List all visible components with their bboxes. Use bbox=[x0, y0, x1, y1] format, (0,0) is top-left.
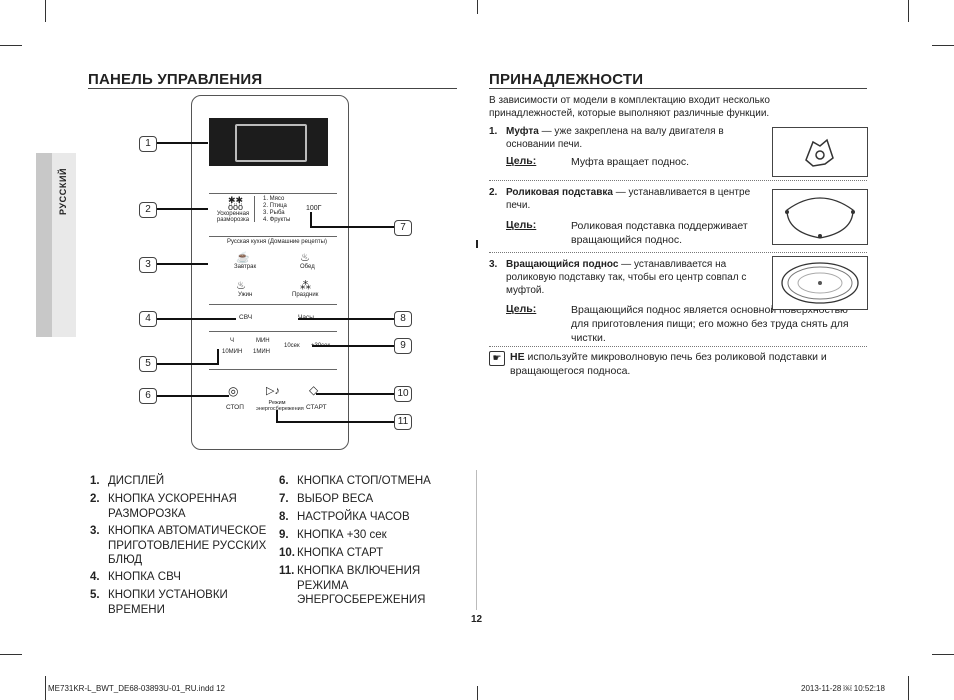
section-title-accessories: ПРИНАДЛЕЖНОСТИ bbox=[489, 71, 644, 88]
ten-min-label: 10МИН bbox=[222, 349, 243, 355]
callout-3: 3 bbox=[139, 257, 157, 273]
min-label: МИН bbox=[256, 338, 270, 344]
goal-text: Роликовая подставка поддерживает вращающ… bbox=[571, 220, 748, 246]
crop-mark bbox=[477, 0, 478, 14]
holiday-icon: ⁂ bbox=[300, 280, 311, 292]
lunch-icon: ♨ bbox=[300, 252, 310, 264]
weight-item: 4. Фрукты bbox=[263, 217, 291, 223]
callout-11: 11 bbox=[394, 414, 412, 430]
defrost-icon: ✱✱ bbox=[228, 195, 244, 205]
note-hand-icon: ☛ bbox=[489, 351, 505, 366]
callout-5: 5 bbox=[139, 356, 157, 372]
title-rule bbox=[88, 88, 457, 89]
crop-mark bbox=[932, 45, 954, 46]
weight-item: 2. Птица bbox=[263, 203, 287, 209]
goal-label: Цель: bbox=[506, 219, 537, 231]
callout-9: 9 bbox=[394, 338, 412, 354]
one-min-label: 1МИН bbox=[253, 349, 270, 355]
intro-text: В зависимости от модели в комплектацию в… bbox=[489, 95, 770, 119]
display-panel bbox=[209, 118, 328, 166]
start-icon: ◇ bbox=[309, 383, 319, 397]
meal-label: Праздник bbox=[292, 292, 319, 298]
ten-sec-label: 10сек bbox=[284, 343, 300, 349]
crop-mark bbox=[932, 654, 954, 655]
meal-label: Ужин bbox=[238, 292, 253, 298]
coupler-image bbox=[772, 127, 868, 177]
note-text: НЕ используйте микроволновую печь без ро… bbox=[510, 351, 827, 377]
turntable-image bbox=[772, 256, 868, 310]
russian-cuisine-label: Русская кухня (Домашние рецепты) bbox=[227, 239, 327, 245]
language-tab bbox=[36, 153, 76, 337]
callout-1: 1 bbox=[139, 136, 157, 152]
microwave-button: СВЧ bbox=[239, 314, 253, 321]
hour-label: Ч bbox=[230, 338, 234, 344]
dinner-icon: ♨ bbox=[236, 280, 246, 292]
goal-text: Муфта вращает поднос. bbox=[571, 156, 690, 168]
callout-4: 4 bbox=[139, 311, 157, 327]
stop-icon: ◎ bbox=[228, 384, 239, 398]
section-title-control-panel: ПАНЕЛЬ УПРАВЛЕНИЯ bbox=[88, 71, 263, 88]
defrost-label: Ускоренная разморозка bbox=[216, 211, 250, 223]
crop-mark bbox=[477, 686, 478, 700]
breakfast-icon: ☕ bbox=[236, 252, 250, 264]
callout-6: 6 bbox=[139, 388, 157, 404]
callout-10: 10 bbox=[394, 386, 412, 402]
stop-label: СТОП bbox=[226, 404, 244, 411]
eco-icon: ▷♪ bbox=[266, 385, 280, 397]
goal-label: Цель: bbox=[506, 303, 537, 315]
crop-mark bbox=[45, 0, 46, 22]
crop-mark bbox=[45, 676, 46, 700]
weight-item: 1. Мясо bbox=[263, 196, 285, 202]
callout-7: 7 bbox=[394, 220, 412, 236]
page-number: 12 bbox=[471, 614, 483, 625]
meal-label: Завтрак bbox=[234, 264, 257, 270]
crop-mark bbox=[908, 0, 909, 22]
crop-mark bbox=[0, 45, 22, 46]
weight-value: 100Г bbox=[306, 205, 322, 212]
roller-ring-image bbox=[772, 189, 868, 245]
control-panel-diagram bbox=[191, 95, 349, 450]
defrost-icon: ööö bbox=[228, 202, 244, 212]
footer-filename: ME731KR-L_BWT_DE68-03893U-01_RU.indd 12 bbox=[48, 684, 225, 693]
callout-2: 2 bbox=[139, 202, 157, 218]
callout-8: 8 bbox=[394, 311, 412, 327]
language-label: РУССКИЙ bbox=[58, 167, 68, 215]
goal-label: Цель: bbox=[506, 155, 537, 167]
weight-item: 3. Рыба bbox=[263, 210, 285, 216]
title-rule bbox=[489, 88, 867, 89]
eco-label: Режим энергосбережения bbox=[256, 400, 304, 412]
meal-label: Обед bbox=[300, 264, 315, 270]
crop-mark bbox=[908, 676, 909, 700]
footer-timestamp: 2013-11-28 ￼ 10:52:18 bbox=[801, 684, 885, 693]
start-label: СТАРТ bbox=[306, 404, 327, 411]
crop-mark bbox=[0, 654, 22, 655]
clock-button: Часы bbox=[298, 314, 314, 321]
